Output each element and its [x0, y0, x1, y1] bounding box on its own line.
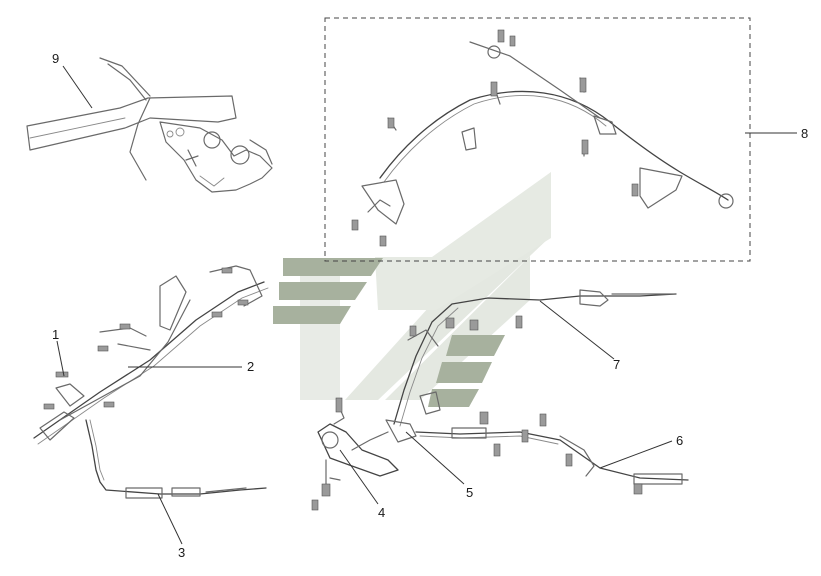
rear-cables-5-6-7: [385, 289, 689, 495]
leader-lines: [56, 65, 797, 545]
callout-2: 2: [247, 359, 254, 374]
callout-4: 4: [378, 505, 385, 520]
watermark-bar-5: [436, 362, 492, 383]
front-cable-3: [85, 419, 267, 499]
hand-brake-lever: [26, 57, 273, 193]
front-bracket-assembly: [33, 265, 269, 445]
watermark-bar-3: [273, 306, 351, 324]
watermark-chevron-upper: [375, 172, 551, 310]
callout-9: 9: [52, 51, 59, 66]
watermark-chevron-lower: [300, 258, 340, 400]
watermark-bar-4: [446, 335, 505, 356]
callout-1: 1: [52, 327, 59, 342]
rear-cable-assembly-8: [351, 29, 734, 247]
callout-labels: 9 1 2 3 4 5 6 7 8: [52, 51, 808, 560]
equalizer-bracket-4: [311, 397, 399, 511]
watermark-chevron-large: [295, 172, 551, 400]
callout-7: 7: [613, 357, 620, 372]
callout-3: 3: [178, 545, 185, 560]
watermark-bar-1: [283, 258, 383, 276]
watermark-bar-6: [428, 389, 479, 407]
watermark-bar-2: [279, 282, 367, 300]
callout-8: 8: [801, 126, 808, 141]
callout-5: 5: [466, 485, 473, 500]
callout-6: 6: [676, 433, 683, 448]
watermark-logo: [273, 172, 551, 407]
